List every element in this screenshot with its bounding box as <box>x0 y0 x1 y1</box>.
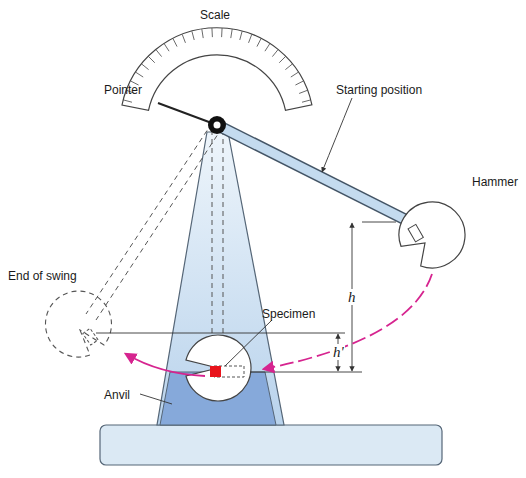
arm-outline-dashed <box>212 130 213 338</box>
dimension-extension <box>362 222 396 223</box>
label-anchor: h <box>347 288 357 306</box>
scale-tick <box>148 56 154 62</box>
label-anchor: Pointer <box>104 80 142 98</box>
scale-tick <box>202 29 203 38</box>
part-label: Specimen <box>262 307 315 321</box>
arm-outline-dashed <box>96 128 222 320</box>
label-anchor: Starting position <box>336 80 422 98</box>
scale-tick <box>249 34 252 42</box>
swing-arrow <box>264 274 432 369</box>
scale-tick <box>291 72 299 77</box>
scale-tick <box>257 39 261 47</box>
part-label: Anvil <box>104 388 130 402</box>
hammer <box>399 202 465 268</box>
striking-edge <box>83 328 98 345</box>
arm <box>217 125 426 230</box>
label-anchor: Hammer <box>472 172 518 190</box>
frame-column <box>157 132 284 425</box>
scale-tick <box>164 44 169 52</box>
dimension-extension <box>250 372 362 373</box>
scale-tick <box>265 44 270 52</box>
part-label: Starting position <box>336 83 422 97</box>
scale-tick <box>299 90 307 93</box>
part-label: Pointer <box>104 83 142 97</box>
dimension-extension <box>96 333 345 334</box>
dimension-line <box>352 223 353 296</box>
base <box>100 425 442 465</box>
part-label: Scale <box>200 8 230 22</box>
leader-line <box>225 320 272 366</box>
scale-tick <box>272 50 278 57</box>
dimension-line <box>352 300 353 371</box>
leader-line <box>322 98 352 172</box>
scale-tick <box>221 28 222 37</box>
arm-outline-dashed <box>86 123 212 314</box>
part-label: End of swing <box>8 269 77 283</box>
scale-tick <box>285 64 292 70</box>
pivot <box>208 116 226 134</box>
label-anchor: h' <box>332 343 345 361</box>
hammer-end-of-swing <box>45 291 111 357</box>
swing-arrow <box>126 354 205 376</box>
scale-tick <box>240 31 242 40</box>
scale-ticks <box>123 28 310 102</box>
scale-tick <box>136 72 144 77</box>
arm <box>217 125 426 230</box>
scale-dial <box>122 28 312 111</box>
scale-tick <box>192 31 194 40</box>
striking-edge <box>408 224 423 241</box>
pivot <box>214 122 221 129</box>
scale-tick <box>211 28 212 37</box>
label-anchor: Scale <box>200 5 230 23</box>
pointer <box>158 103 217 125</box>
leader-line <box>140 394 172 404</box>
scale-tick <box>156 50 162 57</box>
scale-tick <box>123 100 132 102</box>
hammer-impact-position <box>186 335 251 401</box>
scale-tick <box>142 64 149 70</box>
dimension-symbol: h <box>347 289 357 305</box>
scale-tick <box>173 39 177 47</box>
scale-tick <box>302 100 311 102</box>
part-label: Hammer <box>472 175 518 189</box>
scale-tick <box>231 29 232 38</box>
scale-tick <box>182 34 185 42</box>
label-anchor: End of swing <box>8 266 77 284</box>
arm-outline-dashed <box>223 130 224 338</box>
specimen <box>210 366 221 377</box>
dimension-symbol: h' <box>332 344 345 360</box>
label-anchor: Anvil <box>104 385 130 403</box>
label-anchor: Specimen <box>262 304 315 322</box>
scale-tick <box>295 81 303 85</box>
scale-tick <box>279 56 285 62</box>
